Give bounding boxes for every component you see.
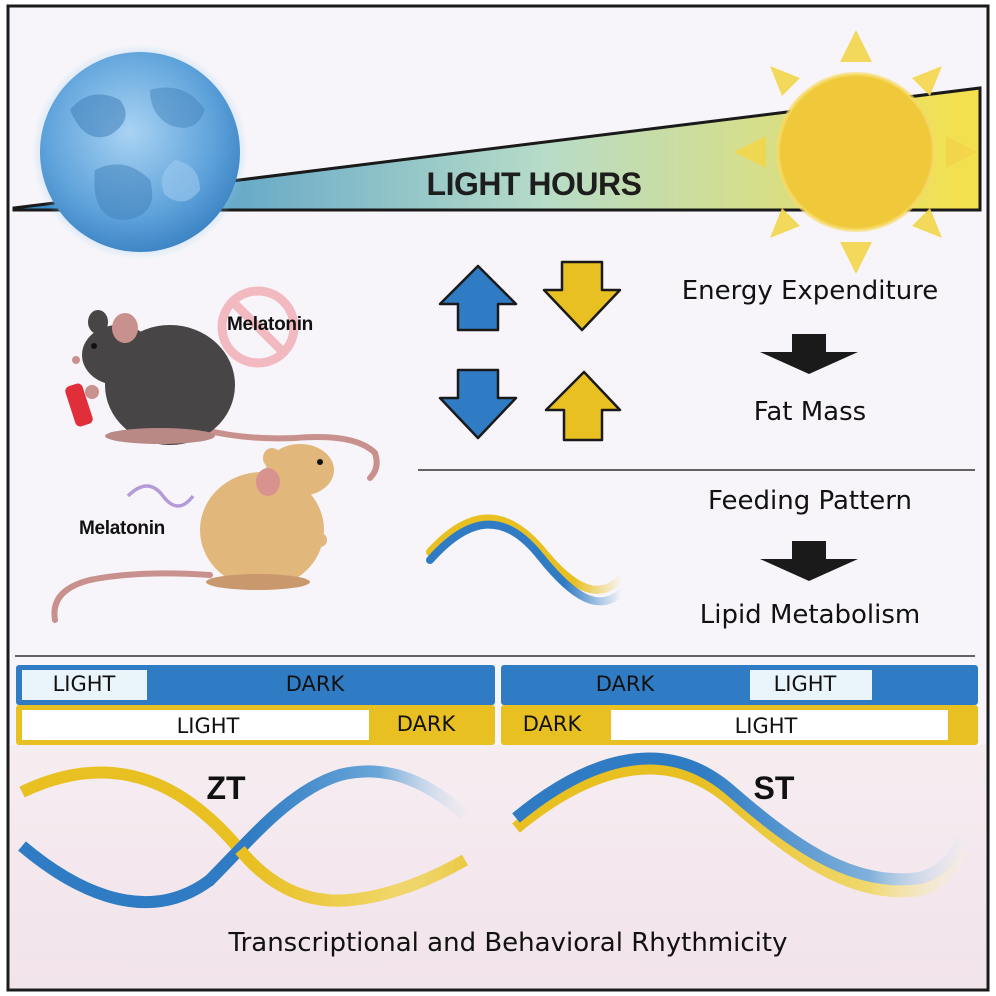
- tan-mouse-illustration: [51, 444, 334, 623]
- right-photoperiod-bars: [501, 665, 978, 745]
- no-melatonin-sign: [217, 286, 299, 368]
- blue-down-arrow-icon: [438, 368, 518, 440]
- left-bottom-light-label: LIGHT: [176, 714, 240, 738]
- black-down-arrow-icon: [760, 541, 858, 581]
- right-bottom-dark-label: DARK: [522, 712, 582, 736]
- right-bottom-light-label: LIGHT: [734, 714, 798, 738]
- sun-icon: [734, 30, 978, 274]
- yellow-down-arrow-icon: [542, 260, 622, 332]
- right-top-dark-label: DARK: [595, 672, 655, 696]
- st-label: ST: [753, 770, 795, 806]
- zt-rhythm-waves: [18, 765, 469, 908]
- melatonin-label-bottom: Melatonin: [79, 518, 165, 539]
- energy-expenditure-label: Energy Expenditure: [681, 276, 939, 306]
- left-top-dark-label: DARK: [285, 672, 345, 696]
- light-hours-title: LIGHT HOURS: [426, 166, 642, 202]
- left-top-light-label: LIGHT: [52, 672, 116, 696]
- feeding-pattern-label: Feeding Pattern: [707, 486, 913, 516]
- melatonin-label-top: Melatonin: [227, 314, 313, 335]
- blue-up-arrow-icon: [438, 264, 518, 332]
- st-rhythm-waves: [512, 752, 968, 898]
- dark-mouse-illustration: [65, 310, 380, 481]
- left-bottom-dark-label: DARK: [396, 712, 456, 736]
- moon-icon: [32, 44, 248, 260]
- right-top-light-label: LIGHT: [773, 672, 837, 696]
- fat-mass-label: Fat Mass: [753, 397, 867, 427]
- black-down-arrow-icon: [760, 334, 858, 374]
- rhythmicity-caption: Transcriptional and Behavioral Rhythmici…: [228, 928, 788, 958]
- feeding-pattern-waves: [426, 514, 626, 606]
- yellow-up-arrow-icon: [544, 370, 622, 442]
- lipid-metabolism-label: Lipid Metabolism: [699, 600, 921, 630]
- left-photoperiod-bars: [16, 665, 495, 745]
- zt-label: ZT: [206, 770, 246, 806]
